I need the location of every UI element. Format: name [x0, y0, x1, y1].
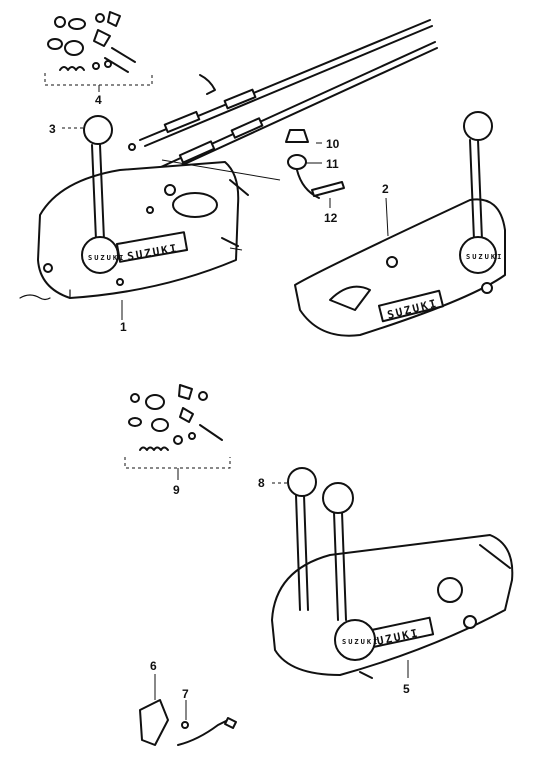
leader-lines	[62, 85, 409, 720]
callout-11: 11	[326, 157, 339, 171]
control-cables	[128, 19, 438, 182]
brand-knob-1: SUZUKI	[88, 254, 125, 262]
callout-9: 9	[173, 483, 180, 497]
hardware-kit-9	[124, 384, 231, 469]
callout-labels: 1 2 3 4 5 6 7 8 9 10 11 12	[49, 93, 410, 701]
callout-4: 4	[95, 93, 102, 107]
hardware-kit-4	[44, 11, 153, 86]
callout-2: 2	[382, 182, 389, 196]
callout-12: 12	[324, 211, 338, 225]
remote-control-box-2: SUZUKI SUZUKI	[294, 111, 506, 337]
remote-control-box-5: SUZUKI SUZUKI	[271, 467, 514, 679]
brand-knob-2: SUZUKI	[466, 253, 503, 261]
callout-6: 6	[150, 659, 157, 673]
callout-5: 5	[403, 682, 410, 696]
callout-8: 8	[258, 476, 265, 490]
callout-3: 3	[49, 122, 56, 136]
switch-assembly	[161, 129, 345, 199]
callout-7: 7	[182, 687, 189, 701]
callout-1: 1	[120, 320, 127, 334]
brand-knob-5: SUZUKI	[342, 638, 379, 646]
callout-10: 10	[326, 137, 340, 151]
stop-switch-assembly	[139, 699, 237, 746]
remote-control-box-1: SUZUKI SUZUKI	[19, 115, 249, 301]
